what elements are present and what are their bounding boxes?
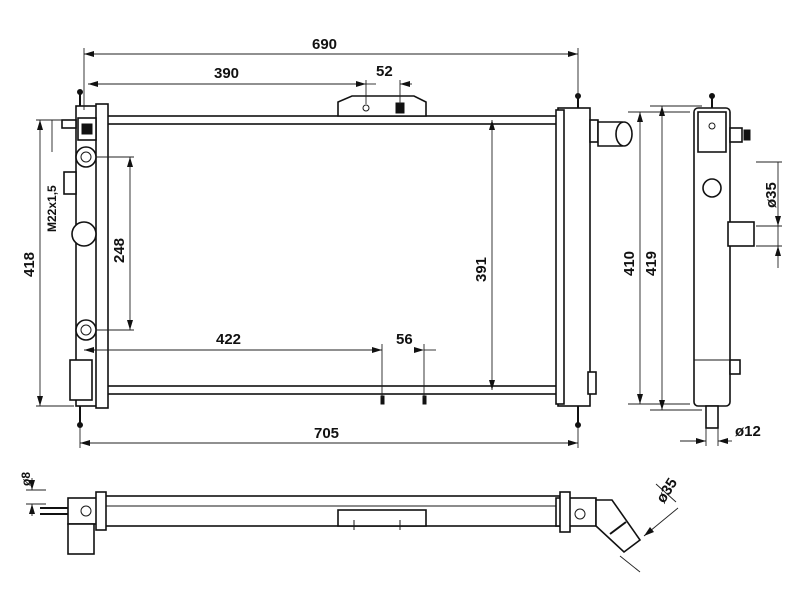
left-bottom-pin-head-icon	[77, 422, 83, 428]
bottom-left-drop	[67, 523, 95, 555]
core-top-bar	[103, 115, 563, 125]
left-cap-plug-icon	[81, 123, 93, 135]
side-top-lug	[729, 127, 743, 143]
dim-690: 690	[83, 36, 579, 110]
lower-port-inner-icon	[80, 324, 92, 336]
side-view	[693, 93, 755, 429]
bottom-right-bent-pipe	[595, 499, 642, 554]
side-tank-top-cap	[697, 111, 727, 153]
left-lower-stub	[69, 359, 93, 401]
dim-391-label: 391	[473, 257, 490, 282]
dim-390-52: 390 52	[88, 63, 412, 104]
dim-705-label: 705	[314, 425, 339, 442]
right-lower-lug	[587, 371, 597, 395]
bracket-hole-icon	[362, 104, 370, 112]
dim-690-label: 690	[312, 36, 337, 53]
dim-d12-label: ø12	[735, 423, 761, 440]
dim-410-label: 410	[621, 251, 638, 276]
dim-side-d35-label: ø35	[763, 182, 780, 208]
upper-port-inner-icon	[80, 151, 92, 163]
dim-248-label: 248	[111, 238, 128, 263]
dim-422-56: 422 56	[84, 331, 436, 398]
dim-side-d35: ø35	[756, 161, 782, 268]
side-outlet-pipe	[727, 221, 755, 247]
right-tank-flange	[555, 109, 565, 405]
dim-390-label: 390	[214, 65, 239, 82]
dim-d8-label: ø8	[19, 472, 33, 486]
upper-port-circle-icon	[75, 146, 97, 168]
dim-410-419: 410 419	[621, 105, 702, 411]
thread-label: M22x1,5	[45, 185, 59, 232]
thread-callout: M22x1,5	[45, 120, 59, 232]
left-tank-flange	[95, 103, 109, 409]
dim-705: 705	[79, 425, 579, 448]
dim-56-label: 56	[396, 331, 413, 348]
bottom-bracket	[337, 509, 427, 527]
bottom-core	[103, 495, 561, 527]
bottom-marker-left-icon	[380, 395, 385, 405]
bottom-left-hole-icon	[80, 505, 92, 517]
bottom-left-flange	[95, 491, 107, 531]
dim-418: 418	[21, 119, 74, 407]
side-top-lug-bolt-icon	[743, 129, 751, 141]
dim-419-label: 419	[643, 251, 660, 276]
bottom-marker-right-icon	[422, 395, 427, 405]
side-lower-lug	[729, 359, 741, 375]
right-tank-neck	[589, 119, 599, 143]
dim-52-label: 52	[376, 63, 393, 80]
right-inlet-opening-icon	[615, 121, 633, 147]
left-top-pin-head-icon	[77, 89, 83, 95]
side-cap-hole-icon	[708, 122, 716, 130]
side-port-icon	[702, 178, 722, 198]
bracket-tab-icon	[395, 102, 405, 114]
left-side-lug	[63, 171, 77, 195]
top-mounting-bracket	[337, 95, 427, 117]
lower-port-circle-icon	[75, 319, 97, 341]
pipe-band-icon	[609, 521, 627, 535]
bottom-right-flange	[559, 491, 571, 533]
bottom-view	[40, 491, 642, 555]
left-thread-stub	[61, 119, 77, 129]
drain-port-icon	[71, 221, 97, 247]
dim-391: 391	[473, 120, 495, 390]
dim-248: 248	[96, 156, 134, 331]
bottom-right-hole-icon	[574, 508, 586, 520]
front-view	[61, 89, 633, 428]
dim-422-label: 422	[216, 331, 241, 348]
dim-d8: ø8	[19, 472, 46, 516]
dim-418-label: 418	[21, 252, 38, 277]
core-bottom-bar	[103, 385, 563, 395]
right-bottom-pin-head-icon	[575, 422, 581, 428]
dim-d12: ø12	[680, 423, 761, 446]
side-bottom-stub	[705, 405, 719, 429]
dim-bottom-d35-label: ø35	[653, 475, 681, 506]
